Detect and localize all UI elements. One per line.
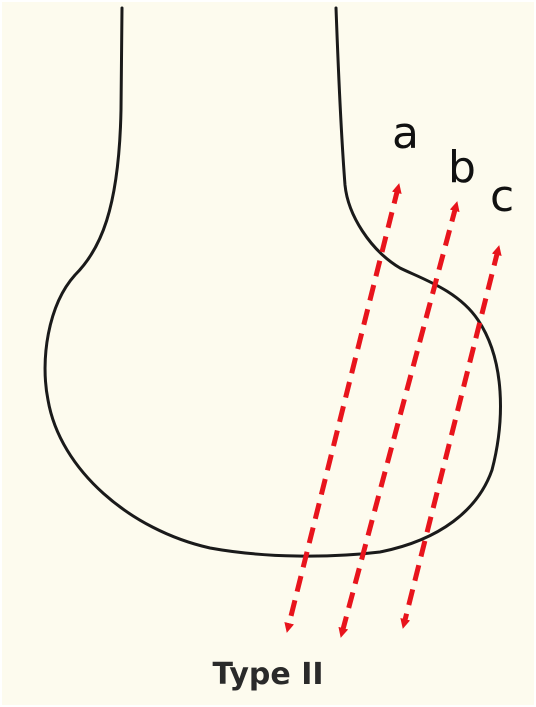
fracture-line-b <box>338 201 460 638</box>
diagram-title: Type II <box>212 657 324 692</box>
label-a: a <box>392 108 419 159</box>
label-b: b <box>448 142 476 193</box>
fracture-line-c <box>400 245 502 629</box>
label-c: c <box>490 171 515 222</box>
bone-outline <box>43 6 502 558</box>
